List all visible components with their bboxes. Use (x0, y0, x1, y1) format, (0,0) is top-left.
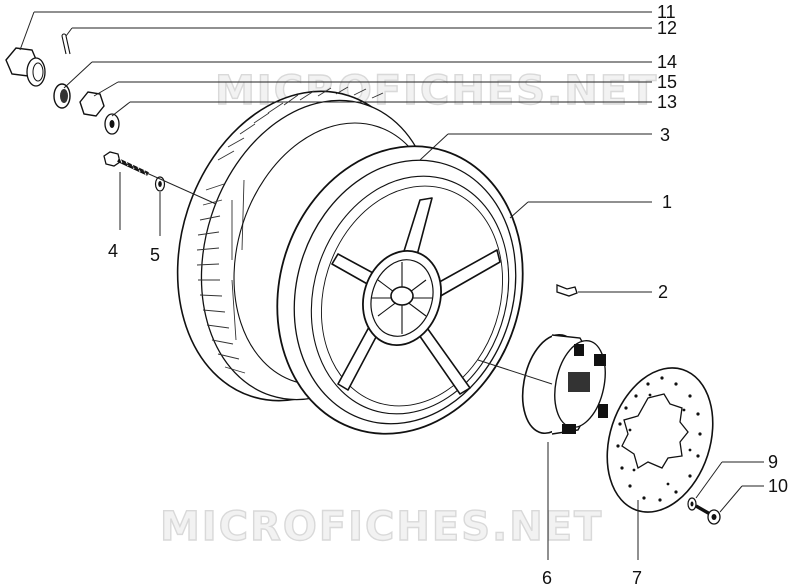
hub-part (521, 333, 608, 435)
disc-screw-part (695, 504, 721, 525)
washer-part (104, 113, 120, 135)
callout-6: 6 (542, 568, 552, 588)
split-pin-part (61, 33, 71, 55)
watermark-bottom: MICROFICHES.NET (160, 504, 603, 550)
callout-14: 11 (657, 2, 676, 22)
leader-lines (19, 11, 764, 560)
castle-ring-part (53, 83, 71, 109)
callout-13: 14 (657, 52, 677, 72)
callout-15: 15 (657, 72, 677, 92)
disc-washer-part (687, 497, 697, 511)
axle-nut-part (5, 47, 46, 87)
callout-3: 3 (660, 125, 670, 145)
brake-disc-part (606, 367, 714, 513)
callout-2: 2 (658, 282, 668, 302)
callout-12: 13 (657, 92, 677, 112)
callouts: 11 12 14 15 13 3 1 2 4 5 6 7 9 10 (108, 2, 788, 588)
callout-10: 10 (768, 476, 788, 496)
nut-part (79, 91, 105, 117)
callout-7: 7 (632, 568, 642, 588)
callout-4: 4 (108, 241, 118, 261)
callout-9: 9 (768, 452, 778, 472)
callout-1: 1 (662, 192, 672, 212)
callout-11: 12 (657, 18, 677, 38)
rim-part (276, 145, 524, 435)
valve-part (556, 284, 578, 297)
callout-5: 5 (150, 245, 160, 265)
